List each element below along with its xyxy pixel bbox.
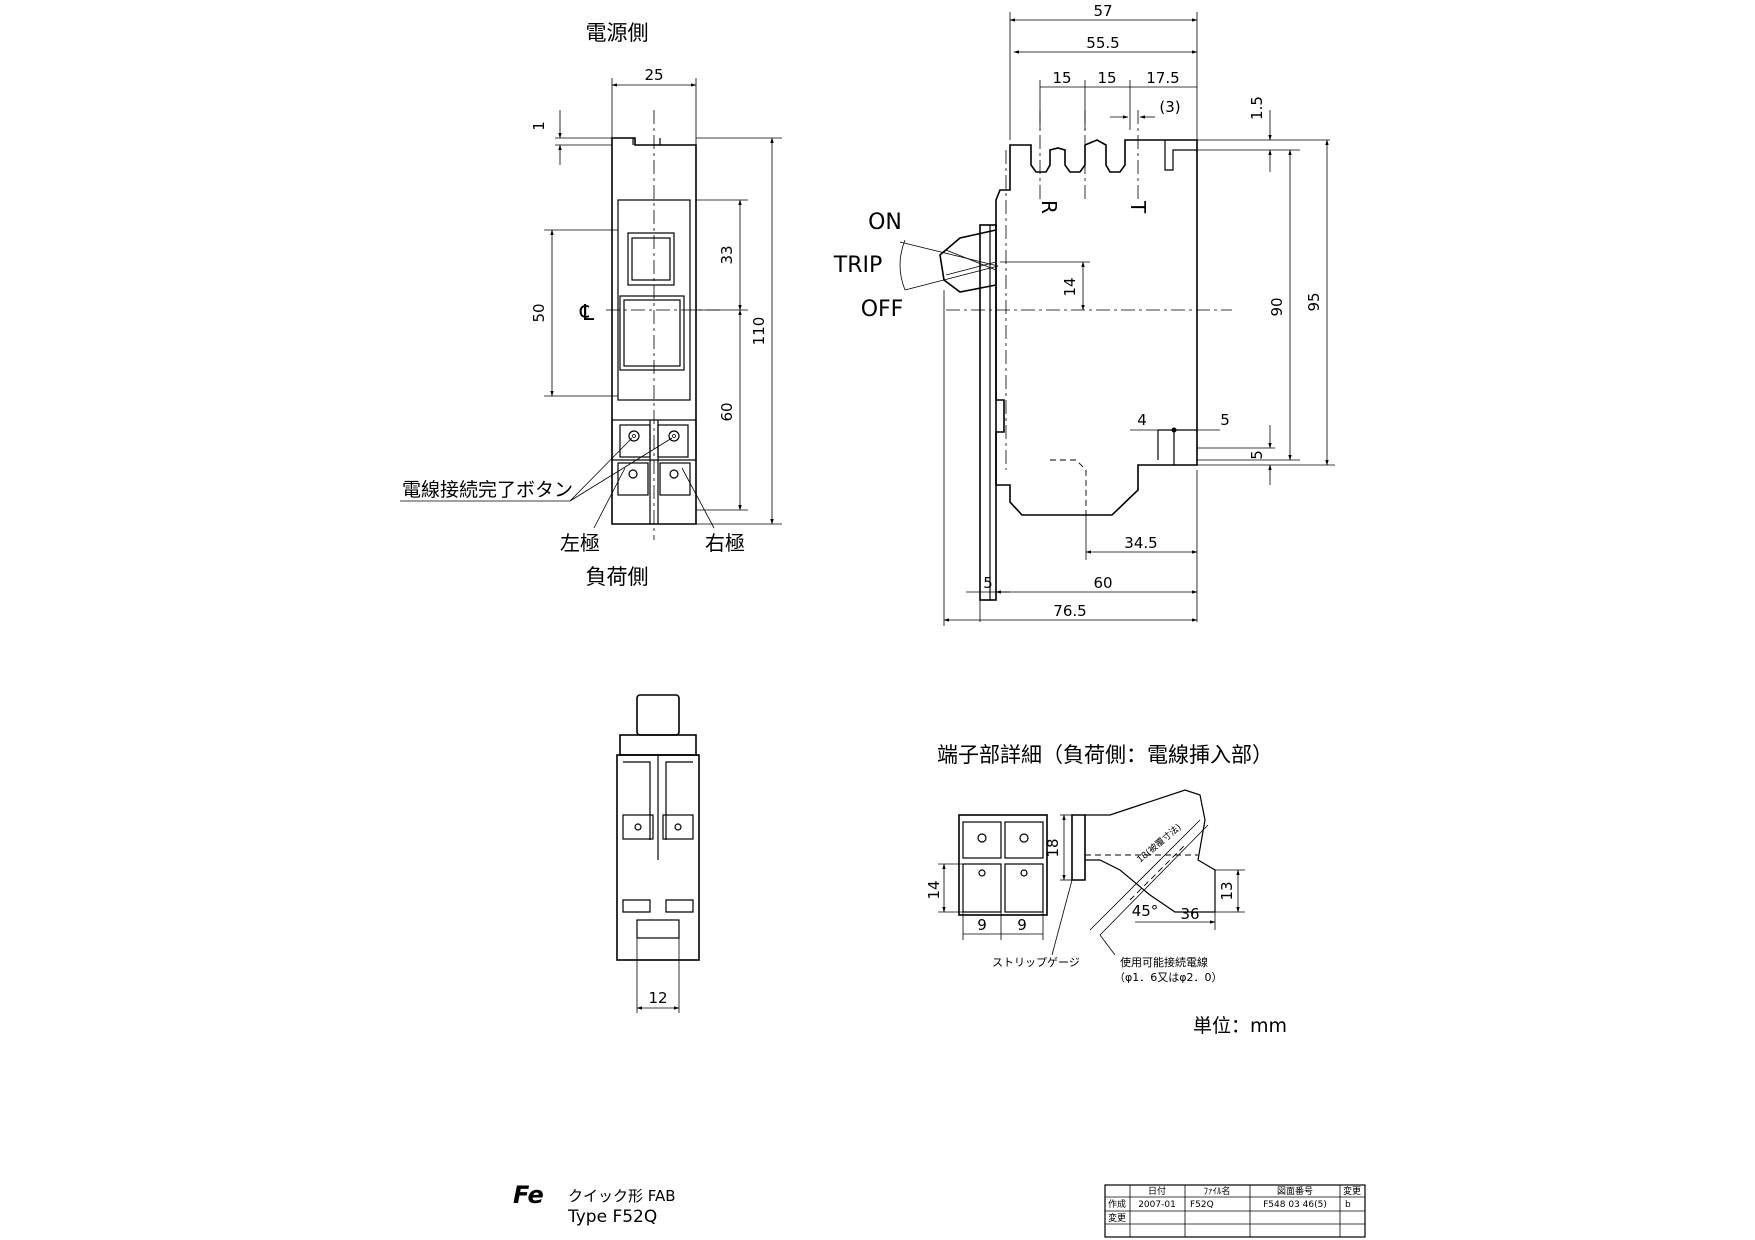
front-bottom-label: 負荷側 <box>586 565 649 589</box>
dim-rail-5v: 5 <box>1248 450 1266 460</box>
dim-rail-4: 4 <box>1137 411 1147 429</box>
terminal-detail: 端子部詳細（負荷側：電線挿入部） 14 9 9 18 13 36 45° 18(… <box>925 743 1273 984</box>
side-view: ON TRIP OFF R T 57 55.5 15 15 17.5 (3) 1… <box>833 2 1335 626</box>
dim-height-90: 90 <box>1268 297 1286 316</box>
dim-flange: 5 <box>983 574 993 592</box>
tb-header-date: 日付 <box>1148 1186 1166 1197</box>
front-view: 電源側 負荷側 25 1 110 33 60 <box>400 21 782 589</box>
dim-pitch-3: 17.5 <box>1146 69 1179 87</box>
terminal-detail-title: 端子部詳細（負荷側：電線挿入部） <box>937 743 1273 767</box>
side-body-outline <box>995 139 1198 516</box>
dim-detail-18: 18 <box>1044 838 1062 857</box>
handle-on: ON <box>868 210 902 235</box>
unit-note: 単位：mm <box>1193 1015 1287 1037</box>
dim-detail-9b: 9 <box>1017 916 1027 934</box>
dim-detail-13: 13 <box>1218 881 1236 900</box>
centerline-symbol: ℄ <box>579 301 595 326</box>
tb-created-rev: b <box>1345 1200 1351 1210</box>
front-top-label: 電源側 <box>586 21 649 45</box>
left-pole-label: 左極 <box>560 531 600 555</box>
tb-created-file: F52Q <box>1190 1200 1214 1210</box>
dim-total: 76.5 <box>1053 602 1086 620</box>
dim-detail-9a: 9 <box>977 916 987 934</box>
wire-note-2: （φ1．6又はφ2．0） <box>1114 971 1223 984</box>
fe-logo: Fe <box>513 1181 544 1209</box>
dim-rail-34-5: 34.5 <box>1124 534 1157 552</box>
strip-gauge-label: ストリップゲージ <box>992 956 1080 969</box>
tb-created-drawing: F548 03 46(5) <box>1263 1200 1327 1210</box>
tb-row-created: 作成 <box>1108 1198 1126 1210</box>
right-pole-label: 右極 <box>705 531 745 555</box>
detail-side-plate <box>1071 814 1086 881</box>
bottom-view: 12 <box>616 694 700 1013</box>
terminal-r: R <box>1037 200 1061 214</box>
dim-overall-depth: 57 <box>1093 2 1112 20</box>
dim-front-height: 110 <box>750 317 768 346</box>
dim-front-step: 1 <box>530 121 548 131</box>
dim-rail-5: 5 <box>1220 411 1230 429</box>
tb-created-date: 2007-01 <box>1138 1200 1176 1210</box>
terminal-t: T <box>1126 200 1150 214</box>
handle <box>939 229 997 293</box>
dim-pitch-1: 15 <box>1052 69 1071 87</box>
side-base-plate <box>979 224 997 601</box>
dim-detail-36: 36 <box>1180 905 1199 923</box>
dim-detail-14: 14 <box>925 880 943 899</box>
wire-note-1: 使用可能接続電線 <box>1120 955 1208 969</box>
dim-gap: (3) <box>1159 98 1180 116</box>
dim-bottom-width: 12 <box>648 989 667 1007</box>
dim-detail-angle: 45° <box>1132 902 1159 920</box>
dim-height-95: 95 <box>1305 292 1323 311</box>
dim-front-upper: 33 <box>718 245 736 264</box>
dim-front-lower: 60 <box>718 402 736 421</box>
dim-front-span: 50 <box>530 303 548 322</box>
tb-row-changed: 変更 <box>1108 1212 1126 1224</box>
handle-off: OFF <box>861 297 904 322</box>
front-body-outline <box>611 137 697 525</box>
tb-header-drawing: 図面番号 <box>1277 1185 1313 1197</box>
tb-header-rev: 変更 <box>1343 1185 1361 1197</box>
dim-front-width: 25 <box>644 66 663 84</box>
title-block: 日付 ﾌｧｲﾙ名 図面番号 変更 作成 2007-01 F52Q F548 03… <box>1104 1184 1366 1238</box>
dim-handle-offset: 14 <box>1061 277 1079 296</box>
product-type: Type F52Q <box>567 1207 657 1227</box>
product-name: クイック形 FAB <box>568 1187 676 1205</box>
dim-top-step: 1.5 <box>1248 96 1266 120</box>
dim-body-depth: 55.5 <box>1086 34 1119 52</box>
tb-header-file: ﾌｧｲﾙ名 <box>1203 1185 1230 1197</box>
product-label: Fe クイック形 FAB Type F52Q <box>513 1181 676 1227</box>
button-label: 電線接続完了ボタン <box>402 479 573 501</box>
handle-trip: TRIP <box>833 253 882 278</box>
dim-pitch-2: 15 <box>1097 69 1116 87</box>
dim-base-60: 60 <box>1093 574 1112 592</box>
